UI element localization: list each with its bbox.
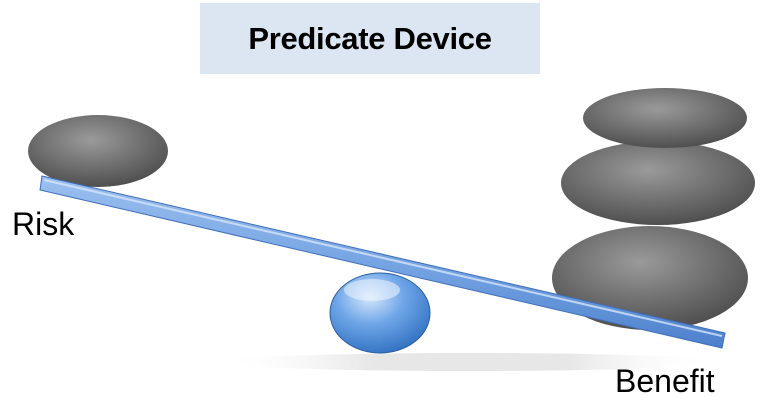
floor-shadow <box>220 353 720 371</box>
title-text: Predicate Device <box>248 20 492 56</box>
fulcrum-highlight <box>344 279 400 301</box>
risk-label: Risk <box>12 206 75 242</box>
right-stone-middle <box>561 141 755 225</box>
right-stone-top <box>583 88 747 148</box>
left-stone <box>28 115 168 187</box>
beam-highlight <box>43 179 723 337</box>
benefit-label: Benefit <box>615 363 715 398</box>
title-banner: Predicate Device <box>200 3 540 74</box>
